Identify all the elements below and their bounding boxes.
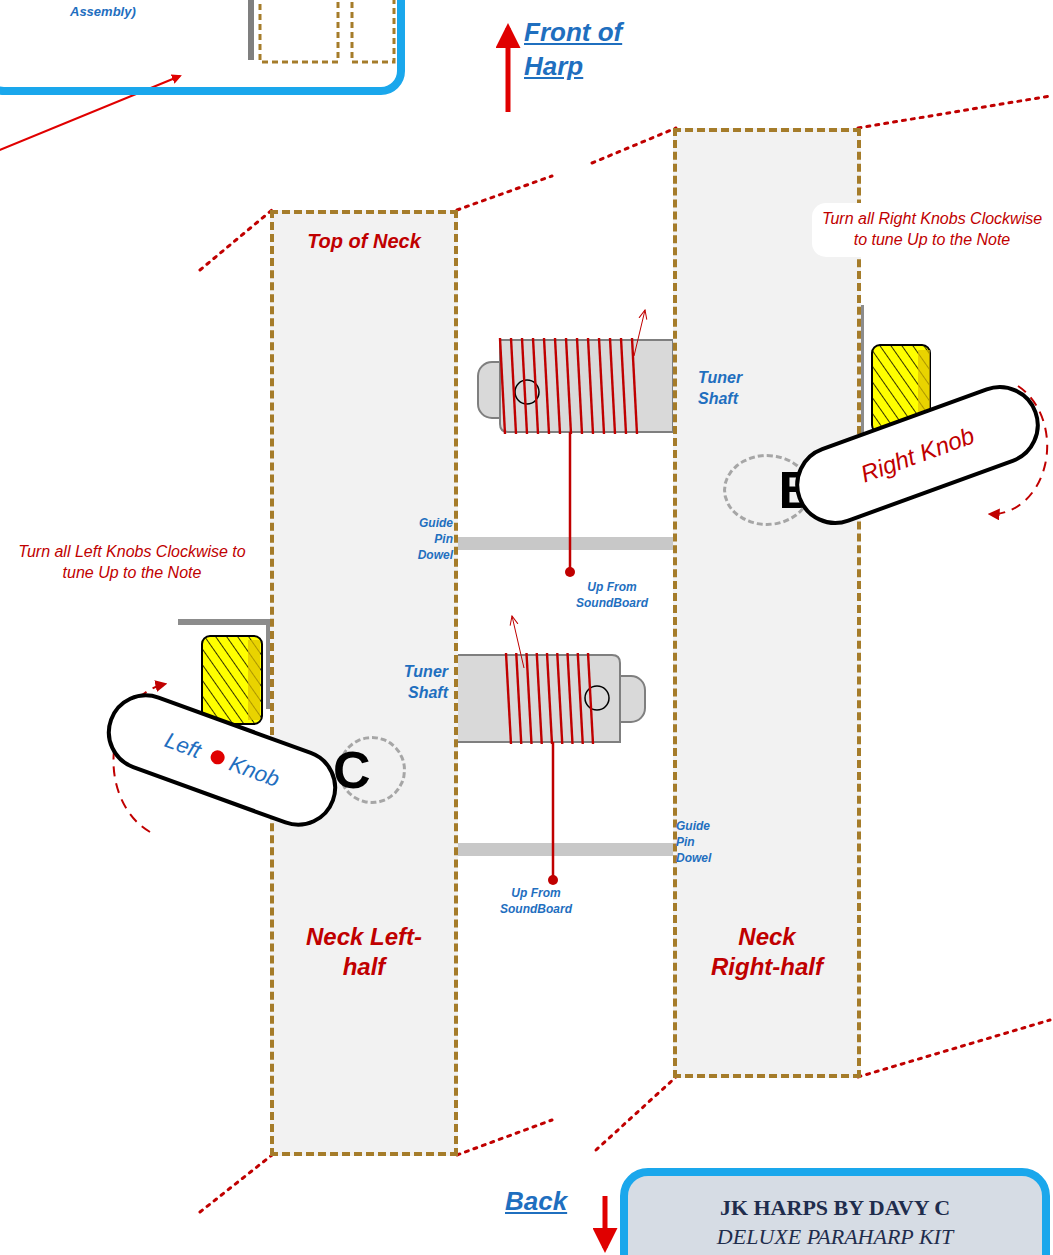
node-text: Neck Left-half [274, 922, 454, 982]
wind-arrow [634, 310, 645, 356]
inset-box: Assembly) [0, 0, 405, 95]
node-text: Assembly) [70, 4, 397, 19]
kit-title-box: JK HARPS BY DAVY CDELUXE PARAHARP KIT [620, 1168, 1050, 1255]
harp-string [569, 432, 572, 572]
neck-left-half: Top of NeckNeck Left-half C [270, 210, 458, 1156]
neck-right-half: Neck Right-halfB [673, 128, 861, 1078]
string-coil [500, 338, 637, 744]
guide-pin-dowel [457, 843, 673, 856]
node-text: Right Knob [857, 422, 978, 489]
instruction-note: Turn all Right Knobs Clockwise to tune U… [812, 203, 1052, 257]
part-label: Tuner Shaft [698, 368, 760, 410]
part-label: Up From SoundBoard [562, 580, 662, 611]
direction-arrow [603, 1196, 608, 1248]
node-text: Neck Right-half [677, 922, 857, 982]
node-text: Top of Neck [274, 230, 454, 253]
node-text: Left Knob [161, 727, 283, 793]
node-text: JK HARPS BY DAVY C [628, 1194, 1042, 1223]
string-end [548, 875, 558, 885]
direction-arrow [506, 28, 511, 112]
node-text: DELUXE PARAHARP KIT [628, 1223, 1042, 1252]
direction-label: Back [505, 1186, 585, 1217]
instruction-note: Turn all Left Knobs Clockwise to tune Up… [6, 542, 258, 584]
wind-arrow [512, 616, 524, 668]
part-label: Guide Pin Dowel [676, 818, 726, 867]
break-line [200, 96, 1050, 1212]
node-text: C [333, 744, 371, 796]
inset-parts [248, 0, 394, 62]
tuner-shaft [478, 340, 673, 432]
string-end [565, 567, 575, 577]
harp-string [552, 742, 555, 880]
part-label: Guide Pin Dowel [403, 515, 453, 564]
guide-pin-dowel [457, 537, 673, 550]
direction-label: Front of Harp [524, 16, 642, 84]
part-label: Up From SoundBoard [486, 886, 586, 917]
part-label: Tuner Shaft [384, 662, 448, 704]
callout-letter: C [338, 736, 406, 804]
